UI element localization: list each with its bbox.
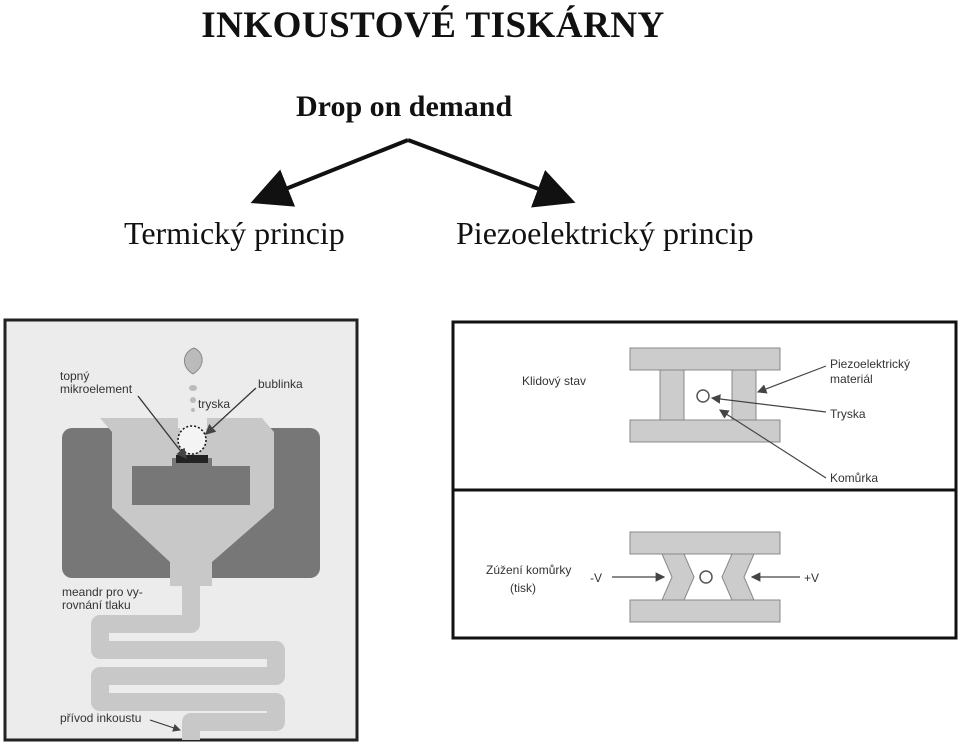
thermal-principle-label: Termický princip — [124, 215, 345, 251]
plus-v-label: +V — [804, 571, 819, 585]
squeeze-label-line1: Zúžení komůrky — [486, 563, 571, 577]
heater-leader — [137, 395, 187, 460]
supply-leader — [149, 719, 181, 732]
bubble-leader — [205, 387, 257, 435]
thermal-diagram: topný mikroelement bublinka tryska meand… — [3, 318, 359, 742]
ink-droplet-icon — [184, 347, 203, 375]
minus-v-label: -V — [590, 571, 602, 585]
subtitle: Drop on demand — [296, 90, 513, 123]
ink-droplet-small-icon — [191, 408, 195, 412]
squeeze-label-line2: (tisk) — [510, 581, 536, 595]
heater-label-line2: mikroelement — [60, 382, 133, 396]
piezo-nozzle-label: Tryska — [830, 407, 866, 421]
piezo-diagram: Klidový stav Piezoelektrický materiál Tr… — [451, 320, 958, 640]
piezo-material-label-line2: materiál — [830, 372, 873, 386]
ink-droplet-small-icon — [190, 397, 196, 403]
meander-label-line2: rovnání tlaku — [62, 598, 131, 612]
nozzle-label-thermal: tryska — [198, 397, 230, 411]
nozzle-circle-squeezed-icon — [699, 570, 713, 584]
piezo-material-label-line1: Piezoelektrický — [830, 357, 910, 371]
heater-microelement — [176, 455, 208, 463]
rest-state-label: Klidový stav — [522, 374, 586, 388]
meander-label-line1: meandr pro vy- — [62, 585, 143, 599]
bubble-label: bublinka — [258, 377, 303, 391]
heater-block — [132, 458, 250, 505]
ink-supply-label: přívod inkoustu — [60, 711, 141, 725]
page-title: INKOUSTOVÉ TISKÁRNY — [201, 5, 665, 46]
ink-droplet-small-icon — [189, 385, 197, 391]
branch-arrow-left — [250, 138, 409, 207]
squeezed-state-structure — [629, 531, 781, 623]
piezo-principle-label: Piezoelektrický princip — [456, 215, 754, 251]
chamber-leader — [718, 409, 827, 479]
material-leader — [756, 365, 827, 394]
pressure-meander — [91, 584, 285, 740]
bubble-icon — [177, 425, 207, 455]
branch-arrow-right — [407, 138, 576, 208]
piezo-chamber-label: Komůrka — [830, 471, 878, 485]
nozzle-leader — [710, 394, 827, 413]
heater-label-line1: topný — [60, 369, 89, 383]
nozzle-circle-icon — [696, 389, 710, 403]
